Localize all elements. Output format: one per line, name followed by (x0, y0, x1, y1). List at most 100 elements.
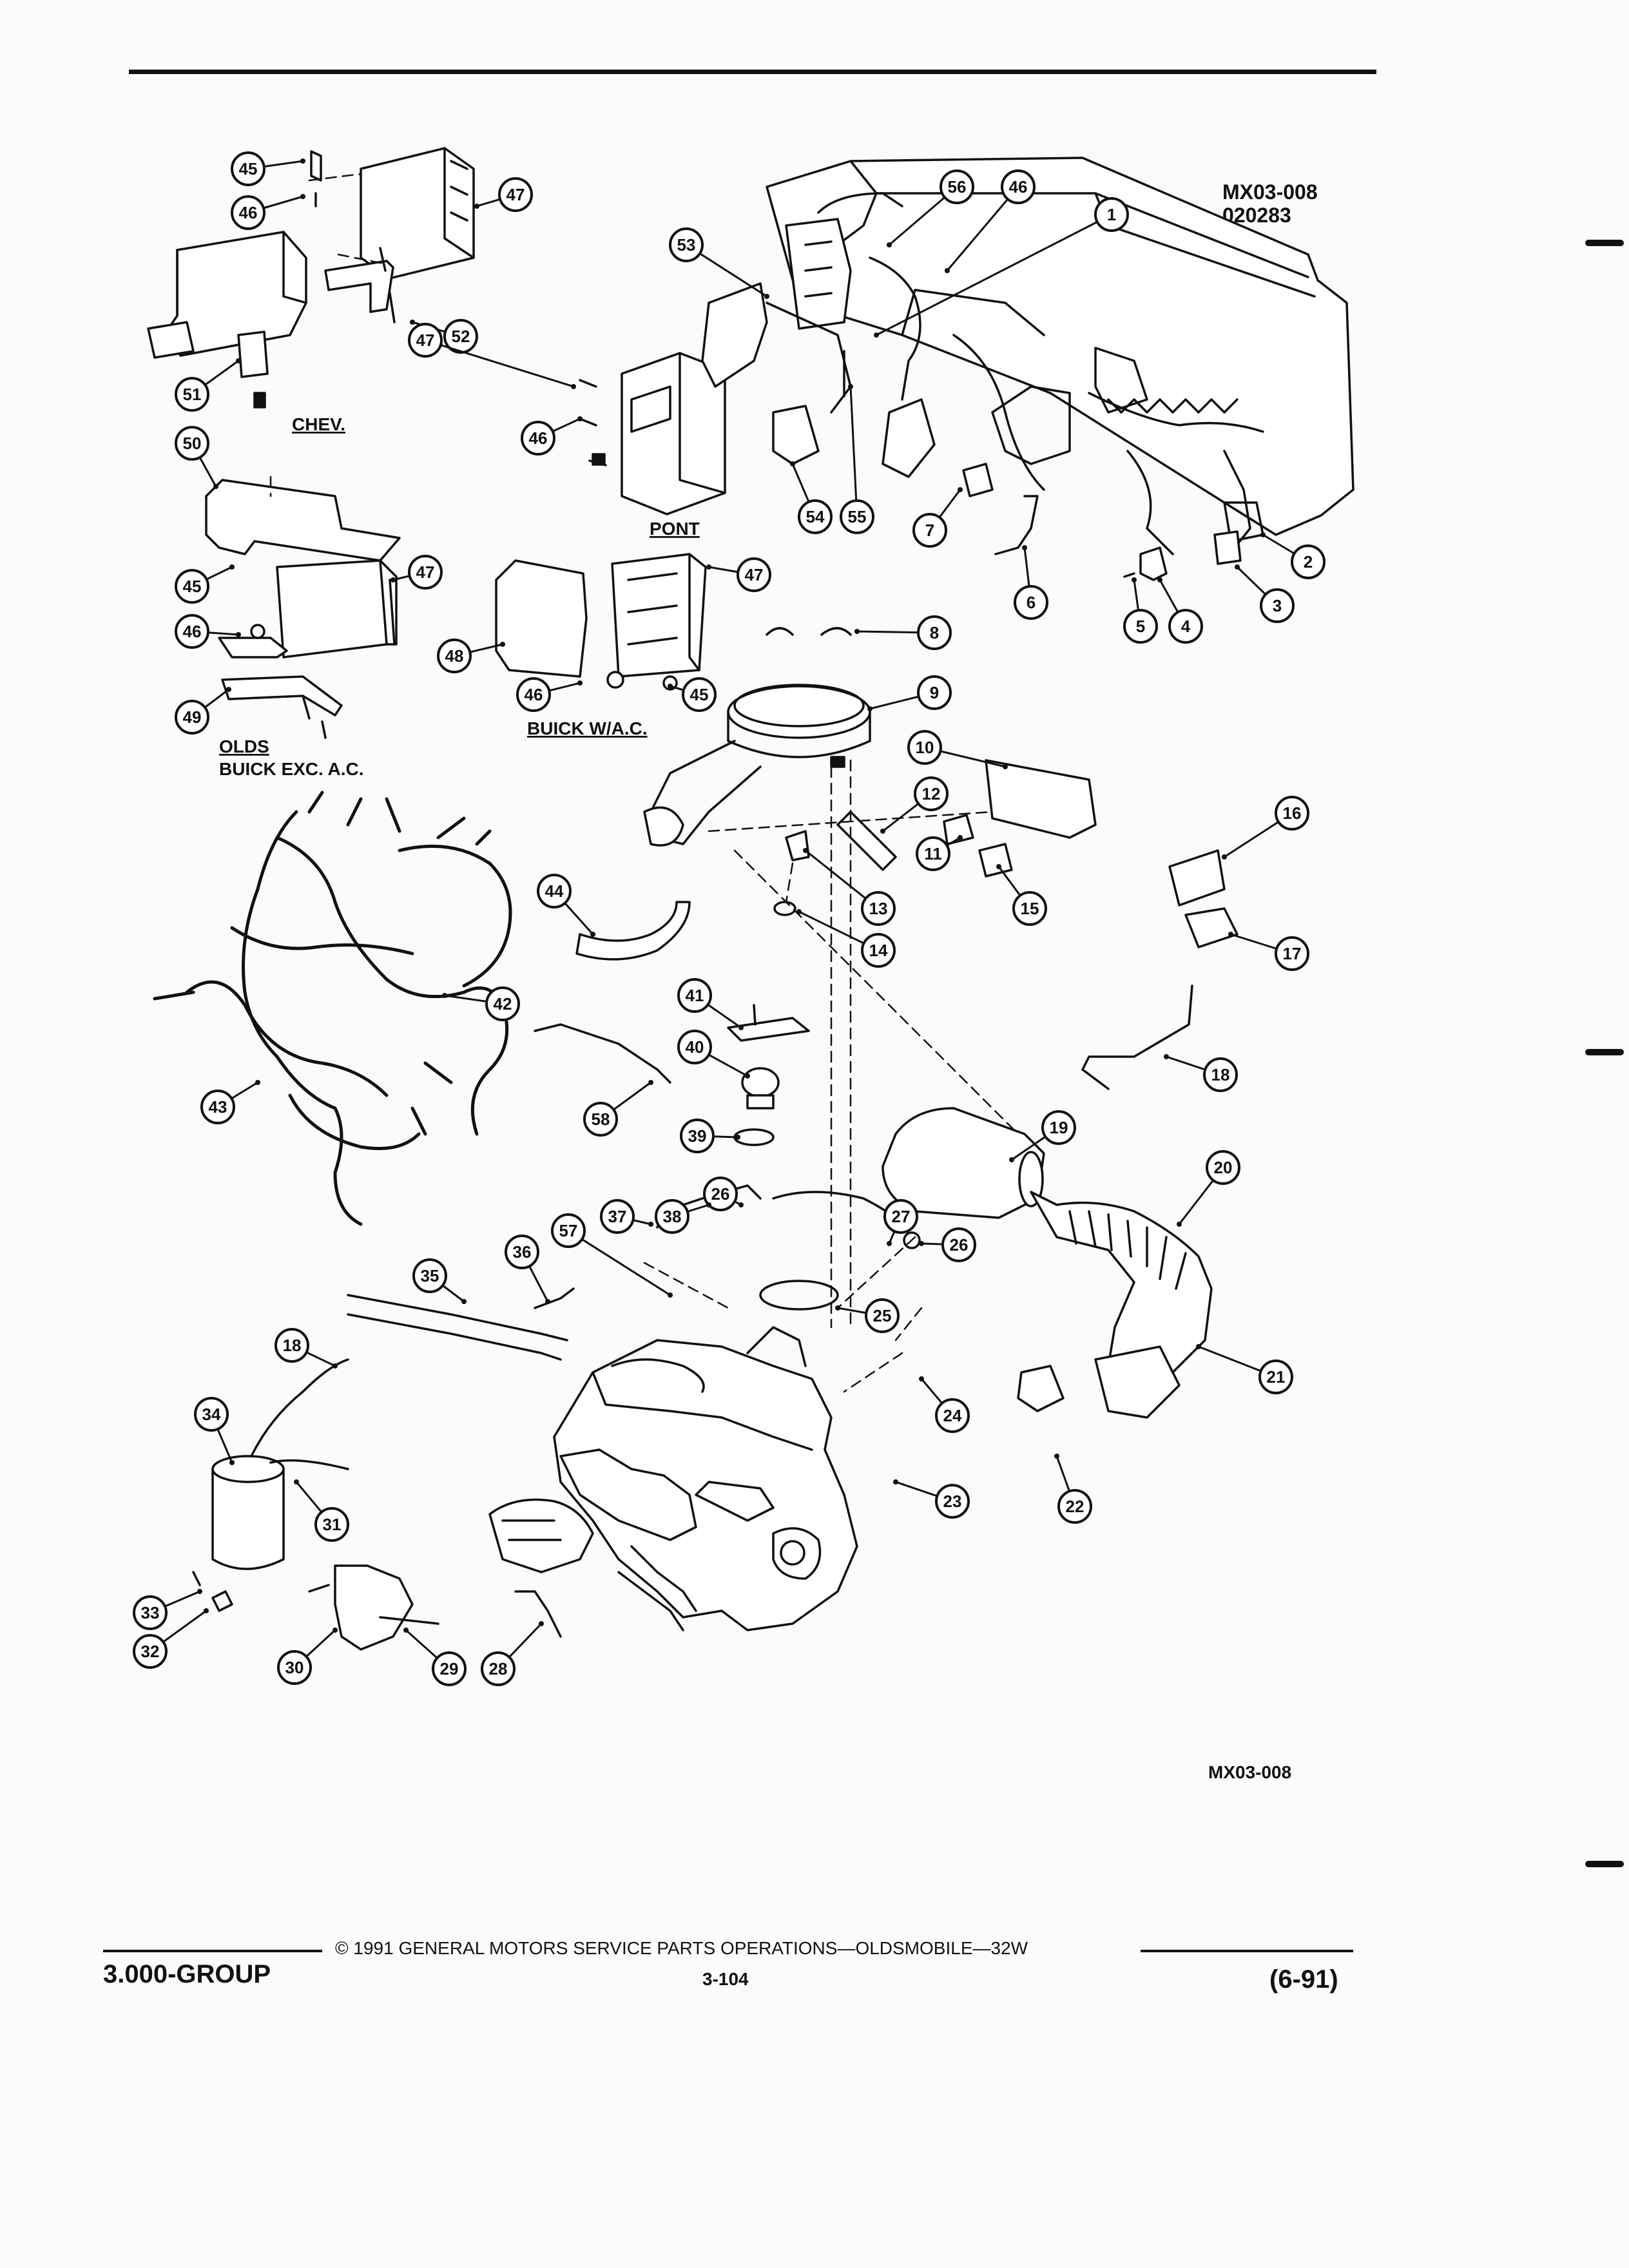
callout-arrowhead (474, 204, 479, 209)
callout-31: 31 (294, 1479, 349, 1542)
callout-arrowhead (1164, 1054, 1169, 1059)
callout-56: 56 (887, 169, 974, 247)
callout-arrowhead (1022, 545, 1027, 550)
callout-circle (231, 151, 265, 186)
callout-44: 44 (537, 874, 595, 937)
callout-number: 31 (323, 1515, 342, 1534)
pont-ecm-group (579, 352, 726, 515)
callout-42: 42 (442, 986, 520, 1021)
callout-arrowhead (1009, 1157, 1014, 1162)
callout-30: 30 (277, 1628, 338, 1685)
callout-arrowhead (545, 1299, 550, 1304)
callout-arrowhead (854, 629, 860, 634)
callout-circle (175, 700, 209, 735)
callout-circle (1012, 891, 1047, 926)
callout-number: 34 (202, 1405, 221, 1424)
callout-number: 50 (183, 434, 202, 453)
callout-number: 42 (494, 994, 512, 1014)
callout-circle (935, 1484, 970, 1519)
callout-4: 4 (1157, 577, 1203, 644)
edge-mark (1585, 1861, 1624, 1867)
callout-number: 8 (930, 623, 939, 642)
callout-45: 45 (175, 564, 235, 604)
callout-number: 3 (1273, 596, 1282, 615)
callout-arrowhead (403, 1628, 409, 1633)
callout-5: 5 (1123, 577, 1158, 644)
callout-arrowhead (1260, 532, 1266, 537)
callout-circle (703, 1177, 738, 1211)
olds-ecm-group (205, 479, 401, 739)
callout-circle (408, 323, 443, 358)
callout-25: 25 (835, 1298, 900, 1333)
callout-arrowhead (204, 1608, 209, 1613)
callout-number: 47 (416, 331, 435, 350)
callout-47: 47 (390, 555, 443, 590)
callout-arrowhead (1177, 1222, 1182, 1227)
callout-leader (425, 339, 574, 388)
callout-19: 19 (1009, 1110, 1076, 1162)
callout-arrowhead (706, 564, 711, 570)
callout-number: 9 (930, 683, 939, 702)
callout-arrowhead (648, 1080, 653, 1085)
callout-arrowhead (764, 294, 769, 299)
callout-arrowhead (1054, 1454, 1059, 1459)
callout-circle (481, 1651, 516, 1686)
callout-26: 26 (703, 1177, 744, 1211)
callout-number: 28 (489, 1659, 508, 1678)
callout-circle (1260, 588, 1295, 623)
callout-number: 49 (183, 707, 202, 727)
callout-circle (314, 1507, 349, 1542)
callout-arrowhead (796, 909, 802, 914)
callout-number: 25 (873, 1306, 892, 1325)
callout-number: 40 (686, 1037, 704, 1057)
callout-46: 46 (945, 169, 1036, 273)
callout-number: 52 (452, 327, 470, 346)
callout-12: 12 (880, 776, 949, 834)
callout-3: 3 (1235, 564, 1295, 623)
callout-number: 56 (948, 177, 967, 197)
callout-circle (907, 730, 942, 765)
callout-number: 30 (285, 1658, 304, 1677)
callout-arrowhead (236, 358, 241, 363)
callout-6: 6 (1014, 545, 1048, 620)
callout-number: 5 (1136, 617, 1145, 636)
callout-13: 13 (803, 848, 896, 926)
callout-circle (200, 1090, 235, 1124)
chev-ecm-group (147, 147, 475, 408)
callout-arrowhead (461, 1299, 467, 1304)
callout-46: 46 (231, 194, 305, 230)
callout-arrowhead (294, 1479, 299, 1485)
callout-arrowhead (945, 268, 950, 273)
callout-number: 4 (1181, 617, 1191, 636)
callout-50: 50 (175, 426, 218, 489)
callout-number: 57 (559, 1221, 578, 1240)
top-rule (129, 70, 1376, 74)
callout-33: 33 (133, 1589, 202, 1630)
assembly-lines (269, 173, 1019, 1393)
label-olds: OLDS (219, 736, 269, 756)
callout-arrowhead (1228, 932, 1233, 937)
callout-number: 12 (922, 784, 941, 803)
callout-number: 17 (1283, 944, 1302, 963)
callout-circle (412, 1258, 447, 1293)
callout-46: 46 (516, 677, 583, 712)
callout-arrowhead (996, 864, 1001, 869)
callout-circle (194, 1397, 229, 1432)
callout-circle (175, 377, 209, 412)
callout-45: 45 (668, 677, 717, 712)
callout-circle (669, 227, 704, 262)
callout-circle (1291, 544, 1325, 579)
canister-group (192, 1358, 562, 1651)
callout-41: 41 (677, 978, 744, 1030)
engine-block (488, 1326, 858, 1631)
callout-circle (408, 555, 443, 590)
callout-1: 1 (874, 197, 1129, 338)
callout-number: 15 (1021, 899, 1039, 918)
figure-code-header: MX03-008 020283 (1222, 180, 1318, 227)
callout-11: 11 (916, 835, 963, 871)
callout-16: 16 (1222, 796, 1309, 860)
callout-58: 58 (583, 1080, 653, 1137)
callout-47: 47 (706, 557, 771, 592)
callout-arrowhead (745, 1073, 750, 1079)
callout-circle (277, 1650, 312, 1685)
